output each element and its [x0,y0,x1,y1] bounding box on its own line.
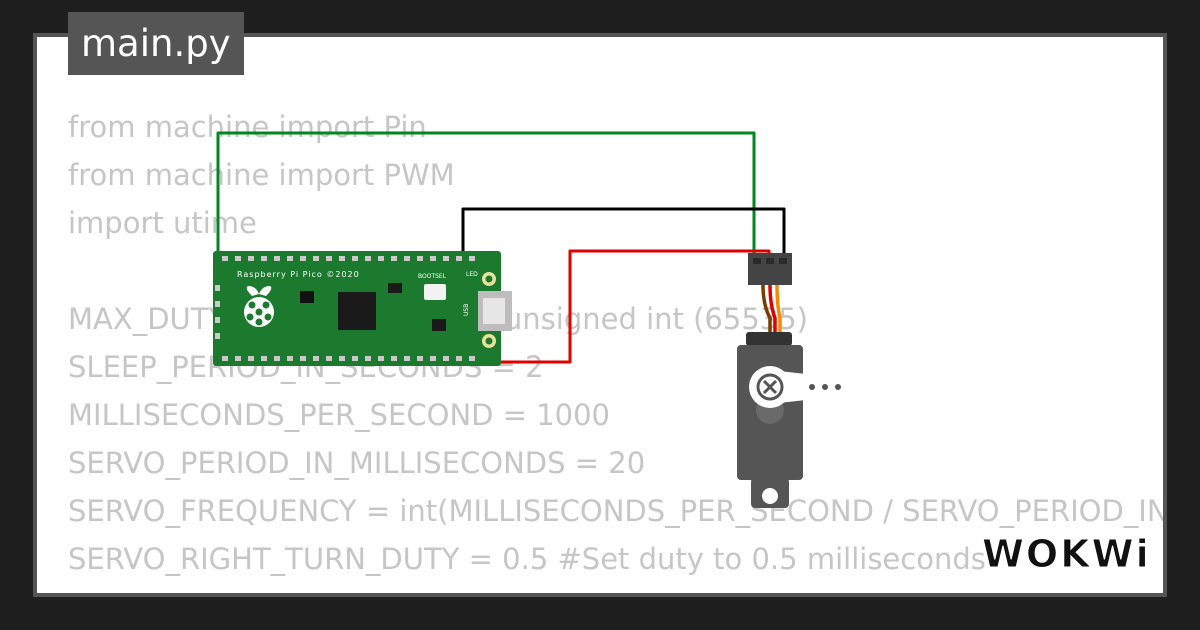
regulator-chip [432,319,446,331]
raspberry-logo-icon [244,286,274,327]
rp2040-chip [338,292,376,330]
code-line-1: from machine import Pin [68,110,427,144]
code-editor[interactable]: from machine import Pin from machine impo… [68,103,1163,593]
code-line-7: MILLISECONDS_PER_SECOND = 1000 [68,398,611,432]
code-line-8: SERVO_PERIOD_IN_MILLISECONDS = 20 [68,446,646,480]
editor-card: from machine import Pin from machine impo… [33,33,1167,597]
code-line-2: from machine import PWM [68,158,455,192]
power-wire[interactable] [490,249,771,364]
raspberry-pi-pico-board[interactable]: Raspberry Pi Pico ©2020 BOOTSEL LED USB [213,251,512,366]
code-line-11: SERVO_GO_STRAIGHT_DUTY = 1.5 #Set duty t… [68,583,1163,593]
servo-motor[interactable] [737,253,851,508]
bootsel-label: BOOTSEL [418,273,447,280]
servo-connector[interactable] [748,253,792,285]
servo-cable [761,284,782,345]
side-pins-left [215,285,220,339]
wokwi-logo: WOKWi [982,532,1150,577]
code-line-10: SERVO_RIGHT_TURN_DUTY = 0.5 #Set duty to… [68,542,986,576]
usb-label: USB [463,304,470,316]
code-line-3: import utime [68,206,257,240]
signal-wire[interactable] [216,131,756,262]
code-line-9: SERVO_FREQUENCY = int(MILLISECONDS_PER_S… [68,494,1163,528]
file-tab-main-py[interactable]: main.py [68,12,244,75]
board-label: Raspberry Pi Pico ©2020 [237,270,360,279]
bootsel-button[interactable] [424,284,446,300]
led-label: LED [466,271,478,278]
crystal-chip [388,283,402,293]
wokwi-logo-text: WOKWi [982,532,1150,576]
pin-header-top [222,256,475,261]
editor-panel: from machine import Pin from machine impo… [37,37,1163,593]
ground-wire[interactable] [461,207,786,262]
flash-chip [300,291,314,303]
pin-header-bottom [222,356,475,361]
servo-shaft-icon [756,373,784,401]
